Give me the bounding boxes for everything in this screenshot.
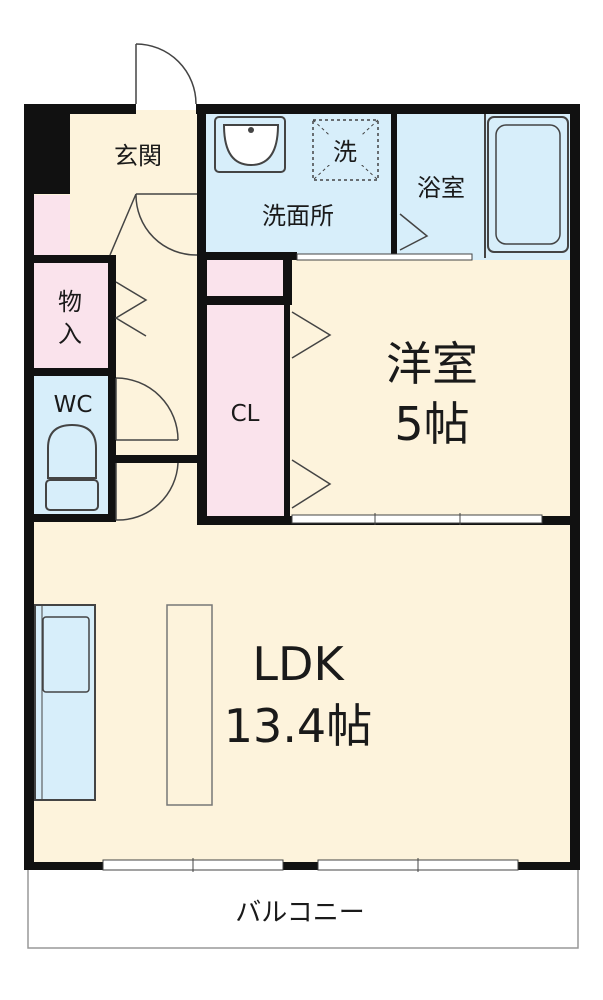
basin-drain [248, 127, 254, 133]
kitchen-island [166, 604, 213, 806]
label-ldk: LDK [252, 637, 345, 691]
label-western-room: 洋室 [386, 337, 478, 391]
washer-pan [312, 119, 379, 181]
ldk-floor [30, 520, 575, 865]
storage-door [114, 281, 148, 337]
storage-floor [30, 262, 110, 370]
bath-door [399, 213, 429, 251]
balcony-windows [102, 858, 519, 872]
shoe-box [30, 195, 70, 255]
kitchen-sink [42, 616, 90, 693]
balcony-area [27, 865, 579, 949]
basin-bowl [222, 124, 280, 167]
western-room-floor [290, 258, 575, 520]
label-storage-1: 物 [58, 288, 82, 316]
label-balcony: バルコニー [235, 898, 364, 928]
entrance-door [135, 43, 197, 105]
closet-door-lower [291, 459, 332, 509]
closet-floor [205, 305, 285, 520]
label-western-room-size: 5帖 [394, 397, 469, 451]
label-bath: 浴室 [417, 174, 465, 202]
toilet-tank [45, 479, 99, 511]
label-entrance: 玄関 [114, 142, 162, 170]
washer-label-bg [327, 135, 363, 165]
label-closet: CL [231, 401, 260, 427]
bathtub-inner [495, 124, 561, 245]
label-washer: 洗 [333, 138, 357, 166]
washroom-door [109, 193, 198, 256]
label-washroom: 洗面所 [262, 202, 334, 230]
toilet-bowl [47, 423, 97, 479]
wc-door [115, 377, 179, 441]
closet-door [291, 311, 332, 359]
label-storage-2: 入 [58, 320, 82, 348]
closet-top-floor [205, 258, 285, 300]
sliding-door-wash [296, 253, 473, 261]
ldk-door [115, 462, 179, 521]
label-wc: WC [54, 392, 93, 418]
label-ldk-size: 13.4帖 [224, 699, 372, 753]
western-sliding-door [291, 514, 543, 524]
